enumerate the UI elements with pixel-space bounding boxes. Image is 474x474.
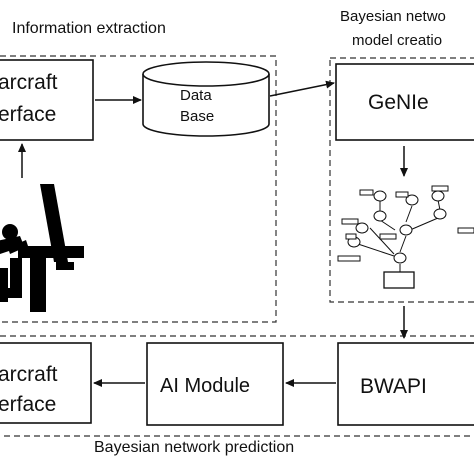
ai-module-label: AI Module [160, 375, 251, 397]
bn-prediction-region [0, 335, 474, 437]
bayesian-network-graph-icon [337, 185, 474, 289]
arrow-database-to-genie [269, 80, 335, 97]
bn-creation-label-line1: Bayesian netwo [340, 8, 446, 25]
bwapi-label: BWAPI [360, 375, 427, 398]
bn-table [341, 218, 359, 225]
interface-bottom-box [0, 342, 92, 424]
bn-prediction-label: Bayesian network prediction [94, 439, 295, 456]
database-label-line2: Base [180, 108, 215, 125]
interface-top-label-line1: arcraft [0, 71, 58, 94]
genie-label: GeNIe [368, 91, 429, 114]
interface-bottom-label-line1: arcraft [0, 363, 58, 386]
bwapi-box [337, 342, 474, 426]
person-at-computer-icon [0, 184, 84, 312]
bn-creation-label-line2: model creatio [352, 32, 443, 49]
bn-table [337, 255, 361, 262]
bn-decision-node [383, 271, 415, 289]
interface-bottom-label-line2: erface [0, 393, 57, 416]
bn-node [399, 224, 413, 236]
bn-table [379, 233, 397, 240]
bn-node [393, 252, 407, 264]
ai-module-box [146, 342, 284, 426]
bn-table [345, 233, 357, 240]
info-extraction-region [0, 55, 277, 323]
info-extraction-label: Information extraction [12, 20, 166, 37]
bn-node [433, 208, 447, 220]
bn-table [395, 191, 409, 198]
genie-box [335, 63, 474, 141]
bn-creation-region [329, 57, 474, 303]
interface-top-label-line2: erface [0, 103, 57, 126]
bn-node [405, 194, 419, 206]
bn-table [457, 227, 474, 234]
interface-top-box [0, 59, 94, 141]
bn-table [431, 185, 449, 192]
bn-table [359, 189, 374, 196]
bn-node [355, 222, 369, 234]
database-cylinder [142, 61, 270, 137]
bn-node [431, 190, 445, 202]
database-label-line1: Data [180, 87, 212, 104]
bn-node [373, 190, 387, 202]
bn-node [373, 210, 387, 222]
